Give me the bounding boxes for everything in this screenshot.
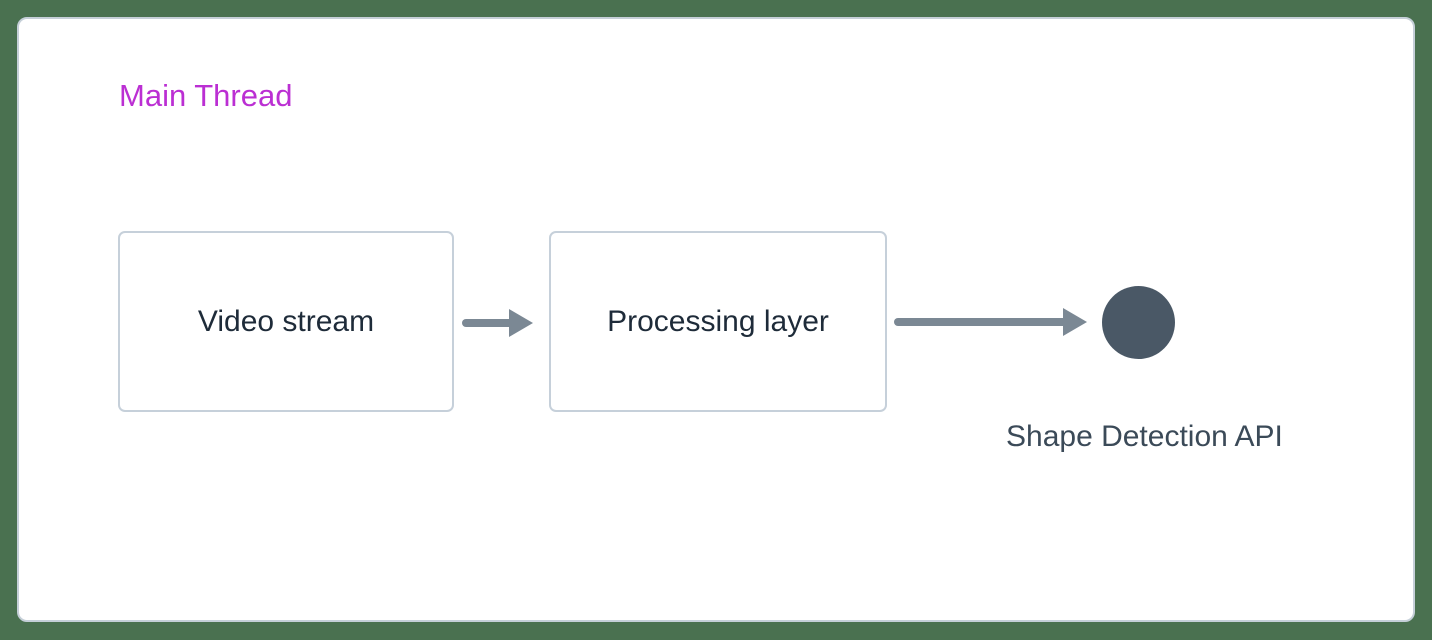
main-thread-panel: Main Thread Video stream Processing laye… [17, 17, 1415, 622]
arrow-right-icon [462, 309, 533, 337]
filled-circle-icon [1102, 286, 1175, 359]
node-video-stream: Video stream [118, 231, 454, 412]
node-video-stream-label: Video stream [197, 304, 375, 338]
arrow-right-icon [894, 308, 1087, 336]
api-endpoint-label: Shape Detection API [1006, 420, 1283, 453]
node-processing-layer: Processing layer [549, 231, 887, 412]
panel-title: Main Thread [119, 78, 293, 113]
node-processing-layer-label: Processing layer [607, 304, 829, 338]
